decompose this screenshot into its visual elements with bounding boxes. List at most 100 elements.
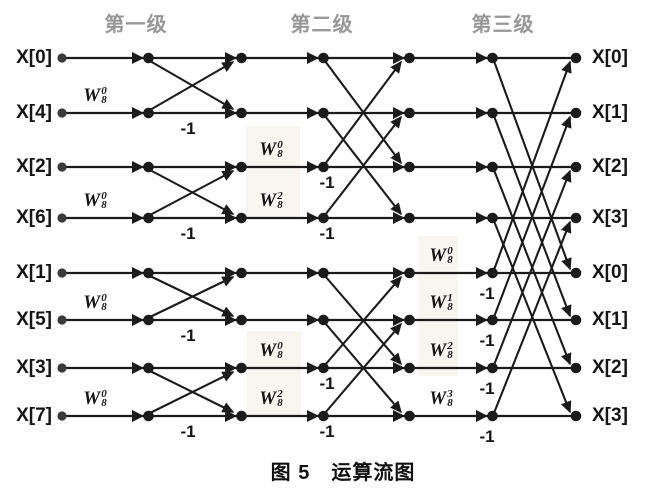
arrowhead-icon xyxy=(132,161,144,173)
input-node xyxy=(57,411,67,421)
arrowhead-icon xyxy=(307,212,319,224)
arrowhead-icon xyxy=(225,314,237,326)
neg-one-label: -1 xyxy=(479,284,495,303)
arrowhead-icon xyxy=(307,362,319,374)
arrowhead-icon xyxy=(132,52,144,64)
adder-node xyxy=(487,161,498,173)
arrowhead-icon xyxy=(393,410,405,422)
highlight-artifact xyxy=(418,236,458,376)
adder-node xyxy=(143,52,154,64)
adder-node xyxy=(404,314,415,326)
adder-node xyxy=(236,212,247,224)
neg-one-label: -1 xyxy=(479,379,495,398)
input-label-5: X[5] xyxy=(16,309,52,330)
neg-one-label: -1 xyxy=(319,422,335,441)
neg-one-label: -1 xyxy=(180,224,196,243)
adder-node xyxy=(404,161,415,173)
neg-one-label: -1 xyxy=(319,173,335,192)
butterfly-cross-line xyxy=(493,60,572,271)
butterfly-cross-line xyxy=(324,275,402,366)
neg-one-label: -1 xyxy=(479,427,495,446)
adder-node xyxy=(487,362,498,374)
butterfly-cross-line xyxy=(149,371,235,414)
input-node xyxy=(57,162,67,172)
input-label-1: X[4] xyxy=(16,102,52,123)
arrowhead-icon xyxy=(476,410,488,422)
butterfly-cross-line xyxy=(149,170,235,216)
highlight-artifact xyxy=(246,126,300,218)
butterfly-cross-line xyxy=(493,220,572,414)
output-node xyxy=(570,267,582,279)
output-node xyxy=(570,52,582,64)
adder-node xyxy=(404,362,415,374)
adder-node xyxy=(487,212,498,224)
stage-title-3: 第三级 xyxy=(471,14,535,36)
arrowhead-icon xyxy=(476,107,488,119)
arrowhead-icon xyxy=(393,161,405,173)
arrowhead-icon xyxy=(225,107,237,119)
input-label-3: X[6] xyxy=(16,207,52,228)
arrowhead-icon xyxy=(476,267,488,279)
input-label-2: X[2] xyxy=(16,156,52,177)
output-node xyxy=(570,161,582,173)
adder-node xyxy=(236,362,247,374)
arrowhead-icon xyxy=(132,410,144,422)
arrowhead-icon xyxy=(132,362,144,374)
input-label-7: X[7] xyxy=(16,405,52,426)
input-label-6: X[3] xyxy=(16,357,52,378)
butterfly-cross-line xyxy=(493,169,572,366)
arrowhead-icon xyxy=(225,267,237,279)
output-node xyxy=(570,362,582,374)
arrowhead-icon xyxy=(476,161,488,173)
adder-node xyxy=(404,107,415,119)
arrowhead-icon xyxy=(393,52,405,64)
output-label-0: X[0] xyxy=(592,47,628,68)
arrowhead-icon xyxy=(476,314,488,326)
adder-node xyxy=(143,212,154,224)
adder-node xyxy=(236,161,247,173)
output-label-3: X[3] xyxy=(592,207,628,228)
output-node xyxy=(570,212,582,224)
butterfly-cross-line xyxy=(324,60,402,165)
input-node xyxy=(57,53,67,63)
output-label-6: X[2] xyxy=(592,357,628,378)
adder-node xyxy=(143,161,154,173)
input-node xyxy=(57,213,67,223)
arrowhead-icon xyxy=(225,161,237,173)
adder-node xyxy=(318,314,329,326)
output-label-4: X[0] xyxy=(592,262,628,283)
output-node xyxy=(570,410,582,422)
butterfly-cross-line xyxy=(324,322,402,414)
adder-node xyxy=(487,267,498,279)
adder-node xyxy=(318,212,329,224)
arrowhead-icon xyxy=(225,212,237,224)
arrowhead-icon xyxy=(393,107,405,119)
input-node xyxy=(57,315,67,325)
neg-one-label: -1 xyxy=(319,224,335,243)
adder-node xyxy=(318,362,329,374)
adder-node xyxy=(404,52,415,64)
adder-node xyxy=(318,267,329,279)
adder-node xyxy=(487,314,498,326)
arrowhead-icon xyxy=(307,52,319,64)
adder-node xyxy=(318,161,329,173)
adder-node xyxy=(487,410,498,422)
neg-one-label: -1 xyxy=(180,326,196,345)
input-label-4: X[1] xyxy=(16,262,52,283)
arrowhead-icon xyxy=(225,52,237,64)
arrowhead-icon xyxy=(307,107,319,119)
arrowhead-icon xyxy=(132,267,144,279)
neg-one-label: -1 xyxy=(180,422,196,441)
